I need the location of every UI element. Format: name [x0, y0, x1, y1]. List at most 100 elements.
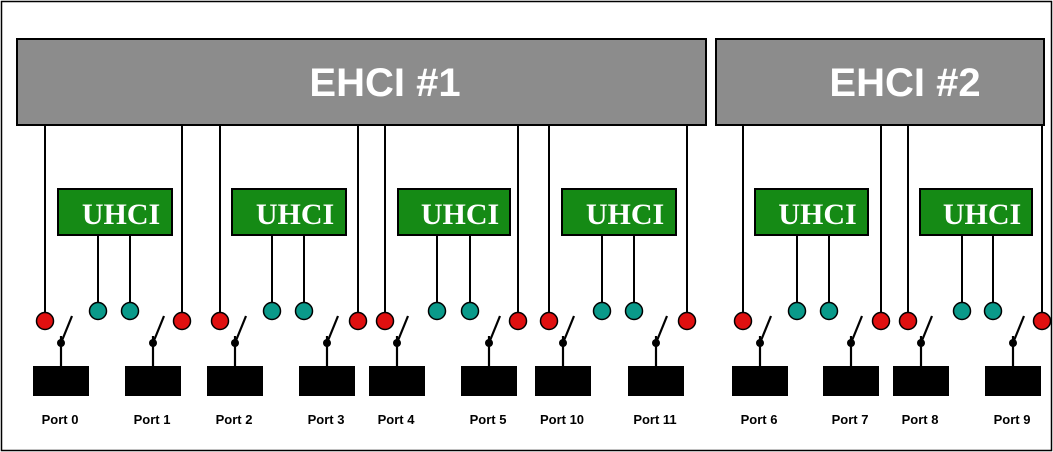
- port-label: Port 2: [216, 412, 253, 427]
- port-switch: [323, 315, 340, 368]
- switch-pivot: [149, 339, 157, 347]
- port-label: Port 3: [308, 412, 345, 427]
- ehci-port-dot: [172, 311, 192, 331]
- uhci-port-dot: [427, 301, 447, 321]
- uhci-label: UHCI: [778, 198, 856, 231]
- port-connector-block: [985, 366, 1041, 396]
- switch-arm: [59, 315, 74, 344]
- port-connector-block: [33, 366, 89, 396]
- port-label: Port 11: [633, 412, 676, 427]
- port-connector-block: [628, 366, 684, 396]
- uhci-port-dot: [120, 301, 140, 321]
- port-switch: [917, 315, 934, 368]
- connector-lines: [44, 125, 1043, 312]
- port-connectors: Port 0 Port 1 Port 2 Port 3 Port 4 Port 5 Port…: [33, 366, 1041, 427]
- uhci-box: [57, 188, 173, 236]
- uhci-label: UHCI: [421, 198, 499, 231]
- port-label: Port 10: [540, 412, 584, 427]
- ehci-controller-1: EHCI #1: [16, 38, 707, 126]
- ehci-port-dot: [508, 311, 528, 331]
- uhci-controller-3: UHCI: [397, 188, 511, 236]
- ehci-port-dot: [539, 311, 559, 331]
- switch-arm: [233, 315, 248, 344]
- port-port-2: Port 2: [207, 366, 263, 427]
- port-port-1: Port 1: [125, 366, 181, 427]
- uhci-box: [754, 188, 869, 236]
- ehci-port-dot: [871, 311, 891, 331]
- port-connector-block: [823, 366, 879, 396]
- switch-pivot: [847, 339, 855, 347]
- uhci-box: [561, 188, 677, 236]
- switch-arm: [654, 315, 669, 344]
- switch-arm: [395, 315, 410, 344]
- port-label: Port 4: [378, 412, 416, 427]
- switch-arm: [1011, 315, 1026, 344]
- port-label: Port 5: [470, 412, 507, 427]
- uhci-label: UHCI: [586, 198, 664, 231]
- uhci-label: UHCI: [256, 198, 334, 231]
- uhci-port-dot: [460, 301, 480, 321]
- port-switch: [57, 315, 74, 368]
- uhci-port-dot: [624, 301, 644, 321]
- ehci-controller-2: EHCI #2: [715, 38, 1045, 126]
- port-switch: [559, 315, 576, 368]
- port-port-10: Port 10: [535, 366, 591, 427]
- port-switch: [1009, 315, 1026, 368]
- port-switch: [756, 315, 773, 368]
- ehci-label-1: EHCI #1: [309, 61, 460, 105]
- port-switches: [57, 315, 1026, 368]
- switch-arm: [325, 315, 340, 344]
- port-port-7: Port 7: [823, 366, 879, 427]
- port-port-0: Port 0: [33, 366, 89, 427]
- port-switch: [149, 315, 166, 368]
- port-switch: [485, 315, 502, 368]
- port-connector-block: [299, 366, 355, 396]
- uhci-port-dot: [88, 301, 108, 321]
- port-dots: [35, 301, 1052, 331]
- uhci-controller-1: UHCI: [57, 188, 173, 236]
- ehci-label-2: EHCI #2: [829, 61, 980, 105]
- uhci-controller-2: UHCI: [231, 188, 347, 236]
- uhci-port-dot: [294, 301, 314, 321]
- port-switch: [231, 315, 248, 368]
- ehci-port-dot: [677, 311, 697, 331]
- port-switch: [847, 315, 864, 368]
- switch-pivot: [485, 339, 493, 347]
- switch-arm: [561, 315, 576, 344]
- uhci-port-dot: [983, 301, 1003, 321]
- port-label: Port 7: [832, 412, 869, 427]
- uhci-label: UHCI: [943, 198, 1021, 231]
- switch-pivot: [1009, 339, 1017, 347]
- uhci-port-dot: [952, 301, 972, 321]
- uhci-controller-6: UHCI: [919, 188, 1033, 236]
- port-port-5: Port 5: [461, 366, 517, 427]
- ehci-port-dot: [375, 311, 395, 331]
- switch-pivot: [231, 339, 239, 347]
- ehci-box-1: [16, 38, 707, 126]
- ehci-box-2: [715, 38, 1045, 126]
- uhci-port-dot: [819, 301, 839, 321]
- switch-pivot: [652, 339, 660, 347]
- port-label: Port 6: [741, 412, 778, 427]
- port-connector-block: [461, 366, 517, 396]
- switch-pivot: [393, 339, 401, 347]
- switch-arm: [919, 315, 934, 344]
- switch-pivot: [756, 339, 764, 347]
- uhci-controllers: UHCI UHCI UHCI UHCI UHCI UHCI: [57, 188, 1033, 236]
- port-port-9: Port 9: [985, 366, 1041, 427]
- port-connector-block: [125, 366, 181, 396]
- uhci-port-dot: [262, 301, 282, 321]
- ehci-port-dot: [733, 311, 753, 331]
- port-switch: [393, 315, 410, 368]
- uhci-controller-4: UHCI: [561, 188, 677, 236]
- port-port-11: Port 11: [628, 366, 684, 427]
- ehci-port-dot: [1032, 311, 1052, 331]
- ehci-port-dot: [348, 311, 368, 331]
- ehci-port-dot: [35, 311, 55, 331]
- port-port-8: Port 8: [893, 366, 949, 427]
- port-connector-block: [369, 366, 425, 396]
- port-connector-block: [535, 366, 591, 396]
- uhci-box: [231, 188, 347, 236]
